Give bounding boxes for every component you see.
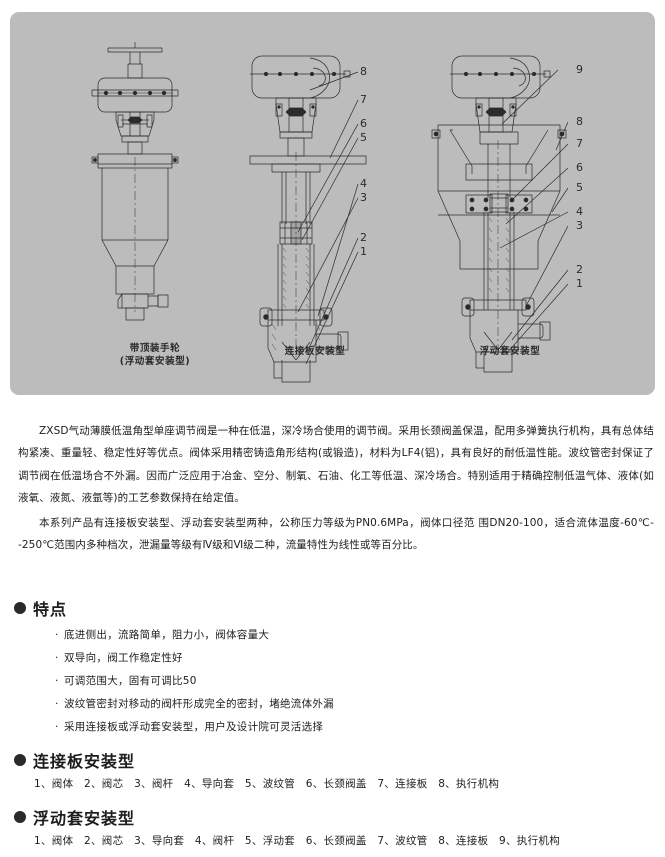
figure-caption-handwheel-line2: (浮动套安装型): [119, 356, 191, 367]
list-item: 波纹管密封对移动的阀杆形成完全的密封，堵绝流体外漏: [55, 693, 635, 716]
bullet-dot-icon: [14, 754, 26, 766]
svg-text:3: 3: [360, 191, 367, 204]
list-item: 可调范围大，固有可调比50: [55, 670, 635, 693]
svg-text:6: 6: [576, 161, 583, 174]
figure-floating-sleeve-drawing: [431, 55, 569, 373]
svg-text:2: 2: [360, 231, 367, 244]
parts-list-floating-sleeve: 1、阀体 2、阀芯 3、导向套 4、阀杆 5、浮动套 6、长颈阀盖 7、波纹管 …: [34, 833, 567, 848]
svg-text:5: 5: [360, 131, 367, 144]
svg-text:6: 6: [360, 117, 367, 130]
bullet-dot-icon: [14, 811, 26, 823]
bullet-dot-icon: [14, 602, 26, 614]
part-item: 4、导向套: [184, 778, 235, 790]
svg-text:7: 7: [360, 93, 367, 106]
description-paragraph-1: ZXSD气动薄膜低温角型单座调节阀是一种在低温，深冷场合使用的调节阀。采用长颈阀…: [18, 425, 654, 504]
part-item: 8、执行机构: [438, 778, 500, 790]
section-heading-floating-sleeve-label: 浮动套安装型: [33, 809, 136, 828]
part-item: 3、阀杆: [134, 778, 174, 790]
section-heading-connecting-plate-label: 连接板安装型: [33, 752, 136, 771]
feature-list: 底进侧出，流路简单，阻力小，阀体容量大 双导向，阀工作稳定性好 可调范围大，固有…: [55, 624, 635, 739]
list-item: 双导向，阀工作稳定性好: [55, 647, 635, 670]
part-item: 8、连接板: [438, 835, 489, 847]
figure-caption-handwheel: 带顶装手轮 (浮动套安装型): [70, 342, 240, 368]
figure-caption-handwheel-line1: 带顶装手轮: [129, 343, 181, 354]
figure-handwheel-drawing: [91, 42, 179, 321]
part-item: 6、长颈阀盖: [305, 835, 367, 847]
section-heading-floating-sleeve: 浮动套安装型: [14, 805, 135, 829]
svg-text:4: 4: [360, 177, 367, 190]
description-text-block: ZXSD气动薄膜低温角型单座调节阀是一种在低温，深冷场合使用的调节阀。采用长颈阀…: [18, 420, 654, 557]
diagram-panel: 8 7 6 5 4 3 2 1 9 8 7 6 5 4 3 2 1 带顶装手轮 …: [10, 12, 655, 395]
part-item: 1、阀体: [34, 835, 74, 847]
callout-numbers-floating-sleeve: 9 8 7 6 5 4 3 2 1: [576, 63, 583, 290]
part-item: 7、波纹管: [377, 835, 428, 847]
part-item: 1、阀体: [34, 778, 74, 790]
callout-numbers-connecting-plate: 8 7 6 5 4 3 2 1: [360, 65, 367, 258]
section-heading-features-label: 特点: [33, 600, 68, 619]
figure-caption-floating-sleeve: 浮动套安装型: [420, 345, 600, 358]
svg-text:5: 5: [576, 181, 583, 194]
part-item: 6、长颈阀盖: [305, 778, 367, 790]
list-item: 采用连接板或浮动套安装型，用户及设计院可灵活选择: [55, 716, 635, 739]
description-paragraph-2: 本系列产品有连接板安装型、浮动套安装型两种，公称压力等级为PN0.6MPa，阀体…: [18, 517, 654, 552]
figure-connecting-plate-drawing: [249, 55, 367, 383]
section-heading-connecting-plate: 连接板安装型: [14, 748, 135, 772]
svg-text:8: 8: [360, 65, 367, 78]
svg-text:7: 7: [576, 137, 583, 150]
part-item: 5、波纹管: [244, 778, 296, 790]
part-item: 5、浮动套: [244, 835, 296, 847]
svg-text:4: 4: [576, 205, 583, 218]
part-item: 9、执行机构: [499, 835, 561, 847]
figure-caption-floating-sleeve-line1: 浮动套安装型: [479, 346, 541, 357]
svg-text:1: 1: [576, 277, 583, 290]
svg-text:2: 2: [576, 263, 583, 276]
svg-text:8: 8: [576, 115, 583, 128]
part-item: 7、连接板: [377, 778, 428, 790]
figure-caption-connecting-plate: 连接板安装型: [230, 345, 400, 358]
part-item: 2、阀芯: [84, 778, 124, 790]
part-item: 4、阀杆: [194, 835, 235, 847]
svg-text:3: 3: [576, 219, 583, 232]
part-item: 2、阀芯: [84, 835, 124, 847]
section-heading-features: 特点: [14, 596, 67, 620]
list-item: 底进侧出，流路简单，阻力小，阀体容量大: [55, 624, 635, 647]
svg-text:1: 1: [360, 245, 367, 258]
part-item: 3、导向套: [134, 835, 185, 847]
valve-assembly-drawing: 8 7 6 5 4 3 2 1 9 8 7 6 5 4 3 2 1: [91, 42, 583, 383]
parts-list-connecting-plate: 1、阀体 2、阀芯 3、阀杆 4、导向套 5、波纹管 6、长颈阀盖 7、连接板 …: [34, 776, 506, 791]
figure-caption-connecting-plate-line1: 连接板安装型: [284, 346, 346, 357]
svg-text:9: 9: [576, 63, 583, 76]
